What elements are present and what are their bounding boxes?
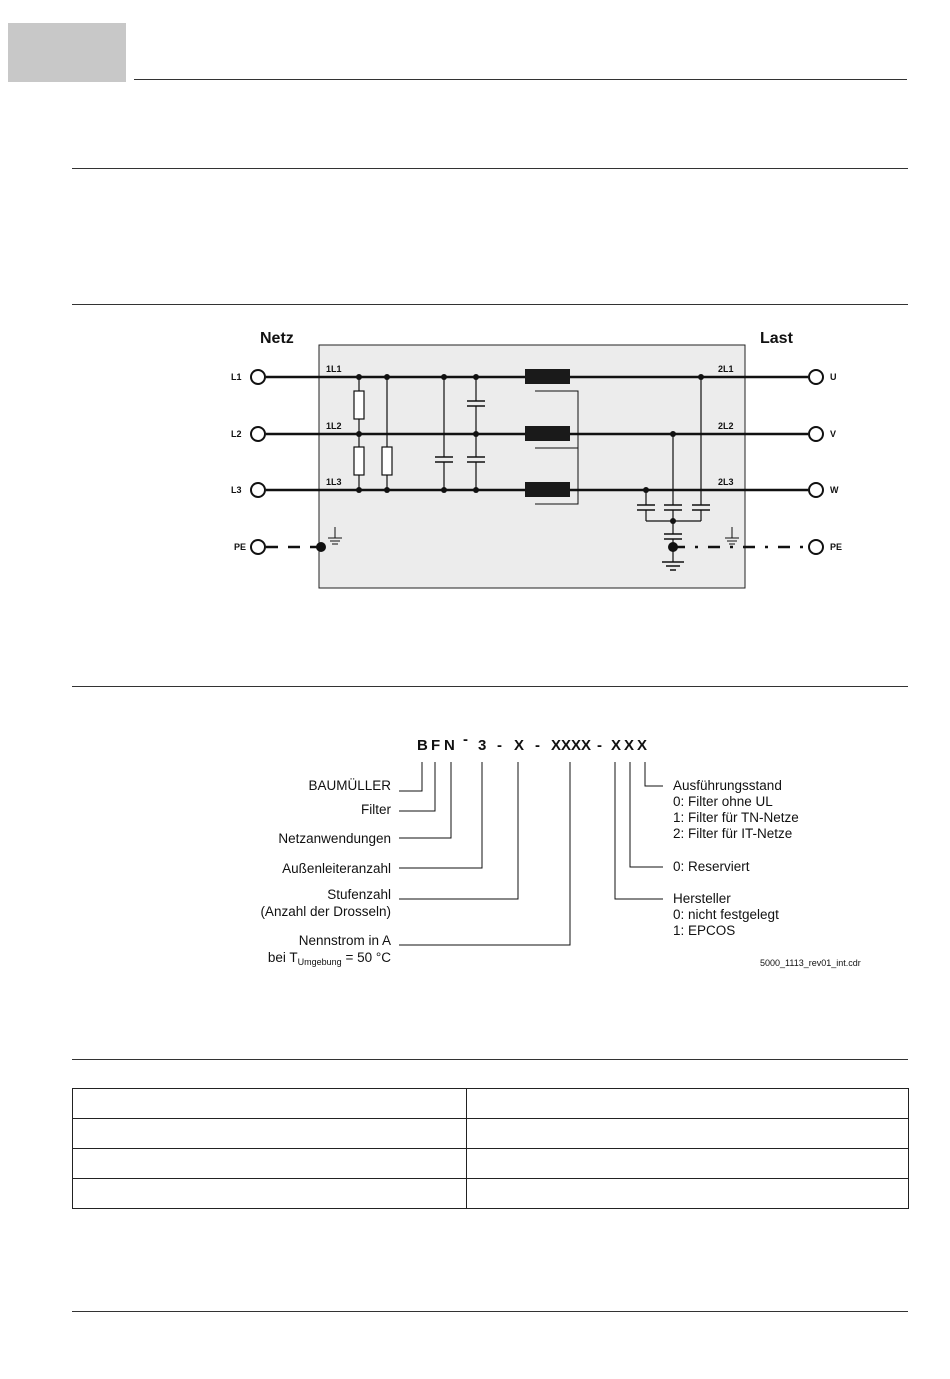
label-hersteller-0: 0: nicht festgelegt — [673, 907, 779, 922]
terminal-pe-in — [250, 539, 266, 555]
label-1l3: 1L3 — [326, 477, 342, 487]
data-table — [72, 1088, 909, 1209]
section-rule-2 — [72, 304, 908, 305]
label-pe-in: PE — [234, 542, 246, 552]
label-umgebung: bei TUmgebung = 50 °C — [268, 950, 391, 967]
table-cell — [72, 1118, 467, 1149]
label-ausf-2: 2: Filter für IT-Netze — [673, 826, 792, 841]
terminal-w — [808, 482, 824, 498]
code-x: X — [514, 737, 524, 754]
label-netzanwendungen: Netzanwendungen — [278, 831, 391, 846]
resistor-2 — [353, 446, 365, 476]
choke-2 — [525, 426, 570, 441]
code-x2: X — [624, 737, 634, 754]
leader-ausf — [644, 762, 663, 787]
header-tab — [8, 23, 126, 82]
leader-filter — [399, 762, 436, 812]
label-drosseln: (Anzahl der Drosseln) — [260, 904, 391, 919]
header-rule — [134, 79, 907, 80]
terminal-u — [808, 369, 824, 385]
table-cell — [466, 1088, 909, 1119]
code-dash-2: - — [497, 737, 502, 754]
leader-netz — [399, 762, 452, 839]
table-row — [72, 1118, 909, 1149]
label-nennstrom: Nennstrom in A — [299, 933, 391, 948]
last-heading: Last — [760, 330, 794, 347]
terminal-l3 — [250, 482, 266, 498]
code-3: 3 — [478, 737, 486, 754]
leader-stufen — [399, 762, 519, 900]
code-x1: X — [611, 737, 621, 754]
label-baumueller: BAUMÜLLER — [308, 778, 391, 793]
terminal-l1 — [250, 369, 266, 385]
table-row — [72, 1088, 909, 1119]
leader-hersteller — [614, 762, 663, 900]
label-2l2: 2L2 — [718, 421, 734, 431]
label-2l1: 2L1 — [718, 364, 734, 374]
label-l2: L2 — [231, 429, 242, 439]
label-hersteller: Hersteller — [673, 891, 731, 906]
code-b: B — [417, 737, 428, 754]
terminal-v — [808, 426, 824, 442]
type-code-diagram: B F N - 3 - X - XXXX - X X X BAUMÜLLER F… — [260, 731, 861, 968]
label-w: W — [830, 485, 839, 495]
terminal-l2 — [250, 426, 266, 442]
code-f: F — [431, 737, 440, 754]
table-row — [72, 1178, 909, 1209]
label-ausf-1: 1: Filter für TN-Netze — [673, 810, 799, 825]
resistor-1 — [353, 390, 365, 420]
table-cell — [466, 1118, 909, 1149]
code-n: N — [444, 737, 455, 754]
label-1l1: 1L1 — [326, 364, 342, 374]
table-cell — [72, 1088, 467, 1119]
code-dash-3: - — [535, 737, 540, 754]
section-rule-3 — [72, 686, 908, 687]
table-cell — [72, 1148, 467, 1179]
code-x3: X — [637, 737, 647, 754]
resistor-3 — [381, 446, 393, 476]
leader-aussen — [399, 762, 483, 869]
leader-nenn — [399, 762, 571, 946]
file-reference: 5000_1113_rev01_int.cdr — [760, 958, 861, 968]
code-xxxx: XXXX — [551, 737, 591, 754]
section-rule-1 — [72, 168, 908, 169]
code-dash-1: - — [463, 731, 468, 748]
choke-3 — [525, 482, 570, 497]
label-aussenleiter: Außenleiteranzahl — [282, 861, 391, 876]
choke-1 — [525, 369, 570, 384]
table-cell — [466, 1178, 909, 1209]
label-l1: L1 — [231, 372, 242, 382]
leader-baumueller — [399, 762, 423, 792]
label-pe-out: PE — [830, 542, 842, 552]
table-cell — [466, 1148, 909, 1179]
terminal-pe-out — [808, 539, 824, 555]
label-hersteller-1: 1: EPCOS — [673, 923, 735, 938]
label-1l2: 1L2 — [326, 421, 342, 431]
label-ausf-0: 0: Filter ohne UL — [673, 794, 773, 809]
footer-rule — [72, 1311, 908, 1312]
earth-symbol-right — [725, 527, 739, 545]
code-dash-4: - — [597, 737, 602, 754]
table-cell — [72, 1178, 467, 1209]
leader-reserviert — [629, 762, 663, 868]
netz-heading: Netz — [260, 330, 294, 347]
label-stufenzahl: Stufenzahl — [327, 887, 391, 902]
label-u: U — [830, 372, 837, 382]
filter-circuit-diagram: Netz Last L1 L2 L3 PE U V W PE 1L1 1L2 1… — [231, 330, 842, 589]
label-v: V — [830, 429, 836, 439]
earth-symbol-left — [328, 527, 342, 545]
label-2l3: 2L3 — [718, 477, 734, 487]
label-reserviert: 0: Reserviert — [673, 859, 750, 874]
section-rule-4 — [72, 1059, 908, 1060]
table-row — [72, 1148, 909, 1179]
label-ausfuehrungsstand: Ausführungsstand — [673, 778, 782, 793]
label-filter: Filter — [361, 802, 392, 817]
label-l3: L3 — [231, 485, 242, 495]
